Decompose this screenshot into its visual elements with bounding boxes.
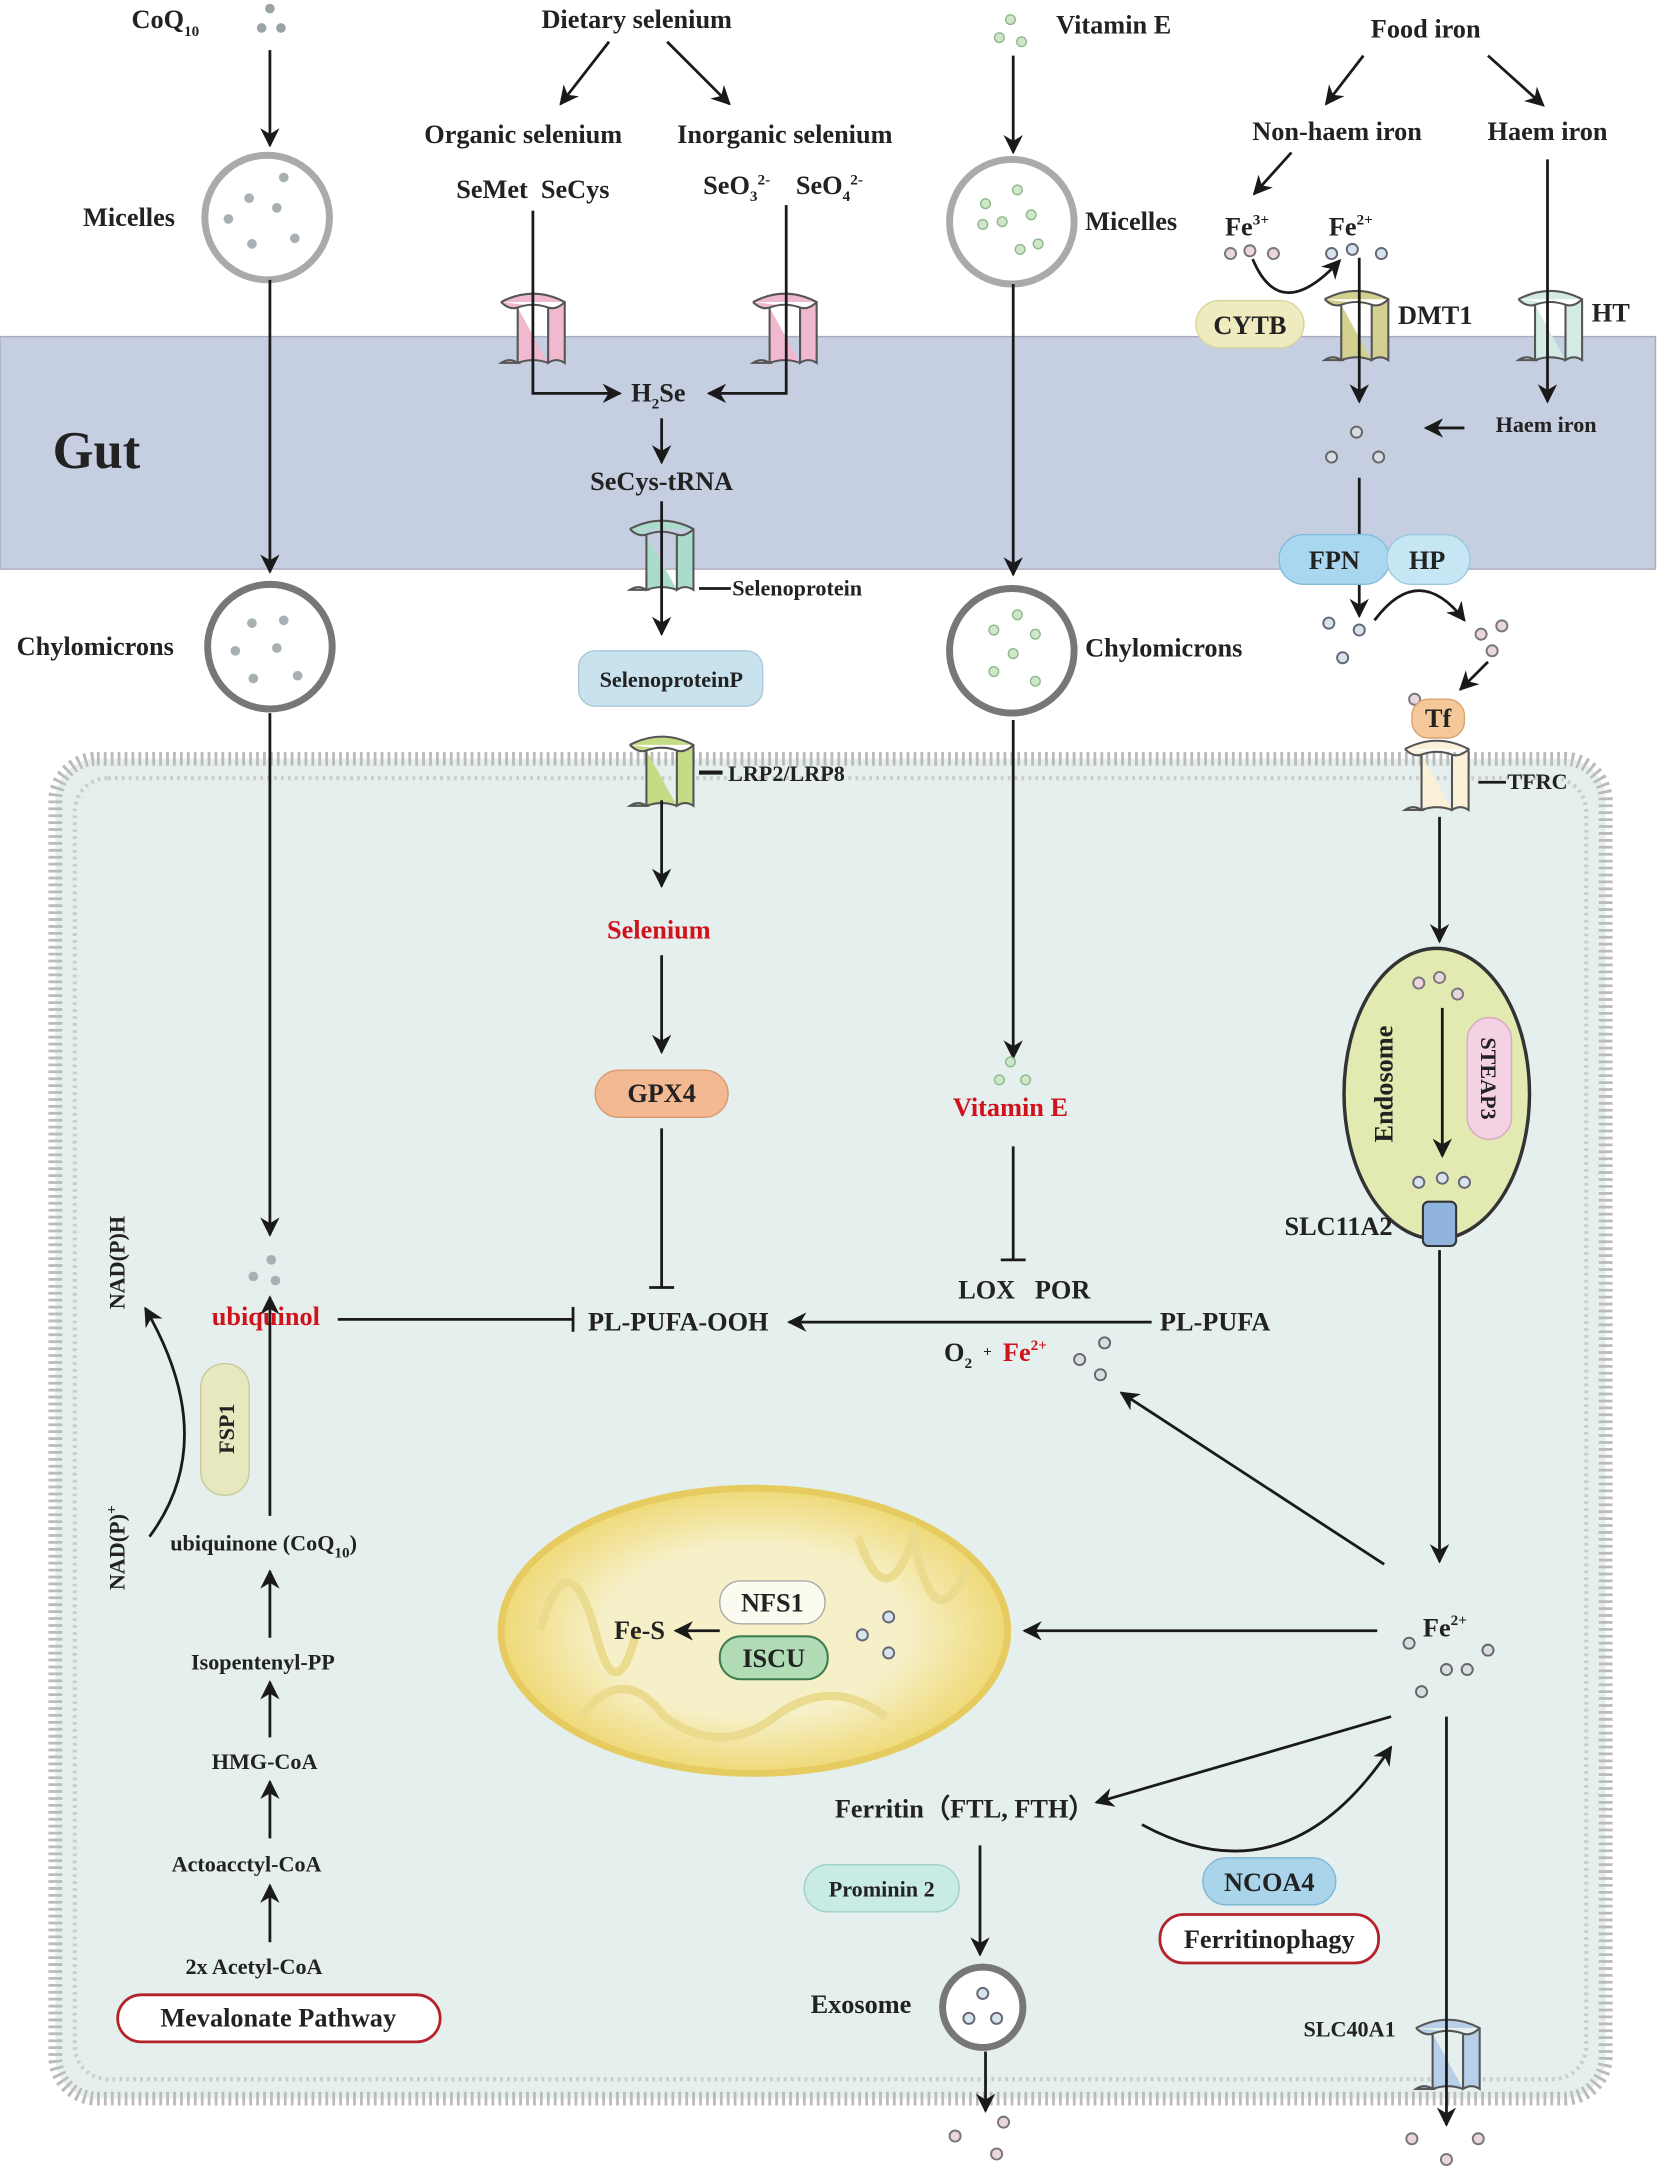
vitamin-e-inner-label: Vitamin E [953, 1093, 1068, 1122]
ncoa4-pill [1202, 1857, 1337, 1906]
slc11a2-channel-icon [1421, 1200, 1458, 1248]
iscu-label: ISCU [742, 1644, 805, 1673]
prominin2-pill [803, 1864, 960, 1913]
gpx4-label: GPX4 [627, 1079, 696, 1108]
organic-selenium-label: Organic selenium [424, 120, 622, 149]
fsp1-label: FSP1 [214, 1403, 239, 1453]
steap3-pill [1466, 1016, 1513, 1141]
nadph-label: NAD(P)H [105, 1216, 130, 1309]
coq10-label: CoQ10 [131, 5, 199, 40]
fe2-cell-label: Fe2+ [1423, 1612, 1467, 1642]
micelles-right-label: Micelles [1085, 207, 1177, 236]
lrp-label: LRP2/LRP8 [728, 761, 845, 786]
hmg-coa-label: HMG-CoA [212, 1749, 318, 1774]
chylomicron-left [204, 580, 336, 713]
ncoa4-label: NCOA4 [1224, 1868, 1315, 1897]
pl-pufa-ooh-label: PL-PUFA-OOH [588, 1307, 769, 1336]
ferritinophagy-label: Ferritinophagy [1184, 1925, 1355, 1954]
gut-label: Gut [53, 422, 141, 480]
vitamin-e-dots-icon [993, 14, 1028, 48]
fes-label: Fe-S [614, 1616, 665, 1645]
semet-secys-label: SeMet SeCys [456, 175, 609, 204]
mevalonate-pathway-box [116, 1993, 442, 2044]
h2se-label: H2Se [631, 379, 685, 413]
fe3-label: Fe3+ [1225, 211, 1269, 241]
acetyl-coa-label: 2x Acetyl-CoA [185, 1954, 322, 1979]
ferritinophagy-box [1158, 1913, 1381, 1965]
gpx4-pill [594, 1069, 729, 1118]
ubiquinone-label: ubiquinone (CoQ10) [170, 1531, 357, 1562]
non-haem-iron-label: Non-haem iron [1252, 117, 1422, 146]
mitochondrion-cristae [535, 1520, 973, 1742]
cell-membrane-inner [72, 776, 1589, 2082]
dietary-selenium-label: Dietary selenium [541, 5, 732, 34]
vitamin-e-top-label: Vitamin E [1056, 10, 1171, 39]
cytb-pill [1195, 299, 1305, 349]
cell-membrane [48, 751, 1613, 2106]
ubiquinol-label: ubiquinol [212, 1302, 320, 1331]
tfrc-label: TFRC [1507, 769, 1567, 794]
selenoproteinp-label: SelenoproteinP [600, 667, 743, 692]
cytb-label: CYTB [1213, 311, 1286, 340]
iscu-pill [718, 1635, 829, 1681]
dmt1-label: DMT1 [1398, 301, 1472, 330]
micelle-left [201, 151, 333, 284]
tf-pill [1411, 698, 1466, 739]
mitochondrion [497, 1484, 1012, 1777]
lox-por-label: LOX POR [958, 1276, 1091, 1305]
o2-fe2-label: O2+Fe2+ [944, 1337, 1047, 1372]
chylomicrons-left-label: Chylomicrons [17, 632, 174, 661]
hp-pill [1386, 533, 1471, 586]
slc11a2-label: SLC11A2 [1285, 1212, 1393, 1241]
ht-label: HT [1592, 298, 1630, 327]
fe2-gut-label: Fe2+ [1329, 211, 1373, 241]
food-iron-label: Food iron [1371, 15, 1481, 44]
selenoprotein-label: Selenoprotein [732, 575, 862, 600]
micelle-right [946, 155, 1078, 288]
fpn-label: FPN [1309, 546, 1360, 575]
seo3-label: SeO32- [703, 171, 770, 205]
coq10-dots-icon [256, 3, 286, 33]
inorganic-selenium-label: Inorganic selenium [677, 120, 892, 149]
isopentenyl-pp-label: Isopentenyl-PP [191, 1650, 335, 1675]
steap3-label: STEAP3 [1476, 1037, 1501, 1119]
nadp-label: NAD(P)+ [103, 1505, 129, 1590]
endosome-label: Endosome [1369, 1026, 1398, 1143]
exosome-label: Exosome [811, 1990, 912, 2019]
haem-iron-inner-label: Haem iron [1496, 412, 1597, 437]
fsp1-pill [200, 1362, 250, 1496]
nfs1-label: NFS1 [741, 1588, 804, 1617]
micelles-left-label: Micelles [83, 203, 175, 232]
seo4-label: SeO42- [796, 171, 863, 205]
secys-trna-label: SeCys-tRNA [590, 467, 733, 496]
pl-pufa-label: PL-PUFA [1160, 1307, 1270, 1336]
selenoproteinp-pill [577, 650, 764, 707]
chylomicrons-right-label: Chylomicrons [1085, 633, 1242, 662]
tf-label: Tf [1425, 704, 1453, 733]
acetoacetyl-coa-label: Actoacctyl-CoA [172, 1852, 322, 1877]
exosome [939, 1963, 1027, 2051]
prominin2-label: Prominin 2 [829, 1877, 935, 1902]
nfs1-pill [719, 1580, 826, 1625]
hp-label: HP [1409, 546, 1446, 575]
mevalonate-pathway-label: Mevalonate Pathway [160, 2004, 396, 2033]
slc40a1-label: SLC40A1 [1303, 2016, 1395, 2041]
selenium-label: Selenium [607, 916, 711, 945]
haem-iron-label: Haem iron [1488, 117, 1608, 146]
ferritin-label: Ferritin（FTL, FTH） [835, 1795, 1095, 1824]
